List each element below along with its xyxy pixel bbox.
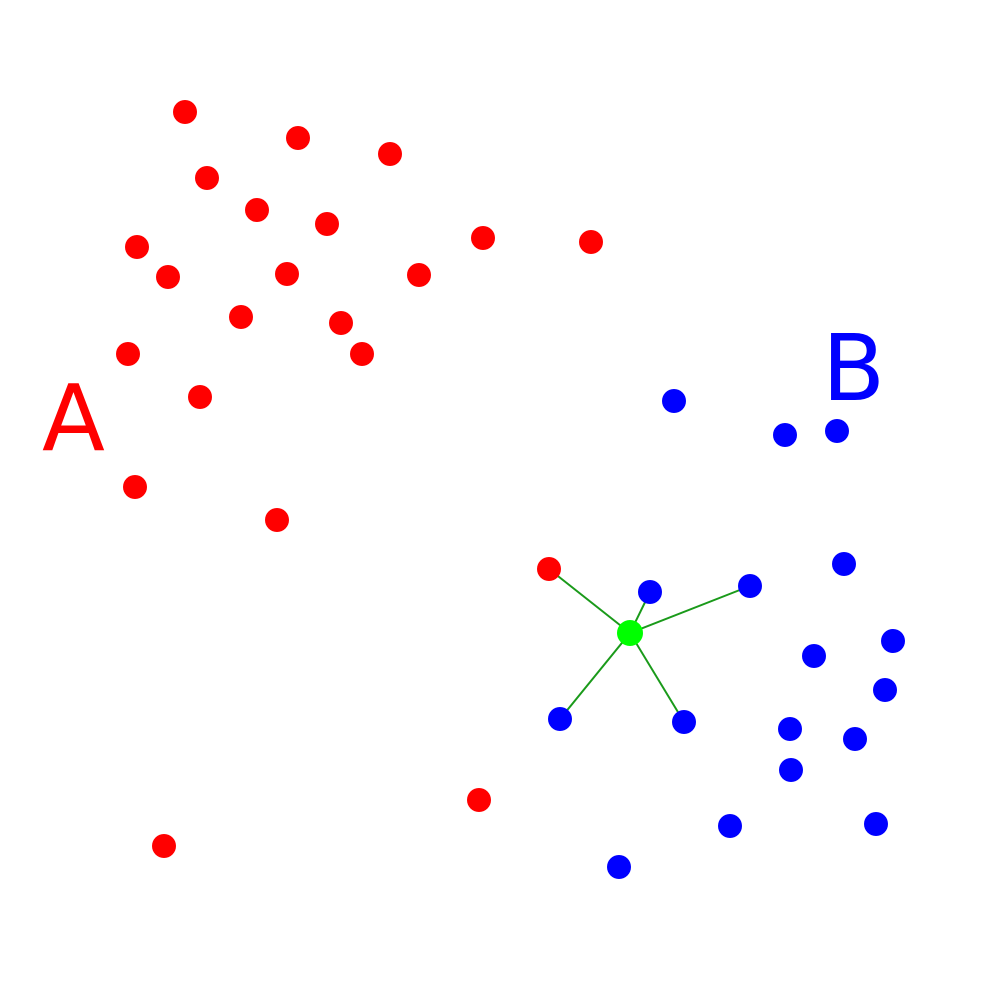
class-a-point-14 bbox=[329, 311, 353, 335]
class-b-point-11 bbox=[672, 710, 696, 734]
class-b-point-5 bbox=[638, 580, 662, 604]
class-a-point-21 bbox=[467, 788, 491, 812]
class-b-point-10 bbox=[548, 707, 572, 731]
class-a-label: A bbox=[42, 365, 105, 472]
class-a-point-20 bbox=[537, 557, 561, 581]
class-a-point-9 bbox=[275, 262, 299, 286]
class-a-point-13 bbox=[229, 305, 253, 329]
class-a-point-7 bbox=[125, 235, 149, 259]
class-b-point-6 bbox=[738, 574, 762, 598]
class-b-point-14 bbox=[779, 758, 803, 782]
class-a-point-5 bbox=[245, 198, 269, 222]
class-b-point-8 bbox=[802, 644, 826, 668]
class-b-point-4 bbox=[832, 552, 856, 576]
class-a-point-15 bbox=[350, 342, 374, 366]
neighbor-edge-1 bbox=[548, 568, 631, 634]
class-a-points bbox=[116, 100, 603, 858]
class-b-points bbox=[548, 389, 905, 879]
class-b-label: B bbox=[822, 315, 885, 422]
class-a-point-22 bbox=[152, 834, 176, 858]
neighbor-edge-3 bbox=[629, 585, 751, 634]
class-b-point-3 bbox=[825, 419, 849, 443]
class-b-point-12 bbox=[778, 717, 802, 741]
class-a-point-17 bbox=[188, 385, 212, 409]
class-b-point-17 bbox=[607, 855, 631, 879]
class-a-point-18 bbox=[123, 475, 147, 499]
class-b-point-16 bbox=[864, 812, 888, 836]
class-a-point-11 bbox=[471, 226, 495, 250]
class-a-point-19 bbox=[265, 508, 289, 532]
class-a-point-6 bbox=[315, 212, 339, 236]
class-a-point-3 bbox=[378, 142, 402, 166]
class-a-point-2 bbox=[286, 126, 310, 150]
class-b-point-2 bbox=[773, 423, 797, 447]
query-point-group bbox=[617, 620, 643, 646]
neighbor-edge-4 bbox=[559, 632, 631, 720]
class-b-point-7 bbox=[881, 629, 905, 653]
class-b-point-1 bbox=[662, 389, 686, 413]
query-point bbox=[617, 620, 643, 646]
class-b-point-15 bbox=[718, 814, 742, 838]
class-a-point-12 bbox=[579, 230, 603, 254]
class-a-point-1 bbox=[173, 100, 197, 124]
class-b-point-9 bbox=[873, 678, 897, 702]
class-b-point-13 bbox=[843, 727, 867, 751]
neighbor-edge-5 bbox=[629, 632, 685, 723]
class-a-point-8 bbox=[156, 265, 180, 289]
class-a-point-16 bbox=[116, 342, 140, 366]
class-a-point-10 bbox=[407, 263, 431, 287]
class-a-point-4 bbox=[195, 166, 219, 190]
